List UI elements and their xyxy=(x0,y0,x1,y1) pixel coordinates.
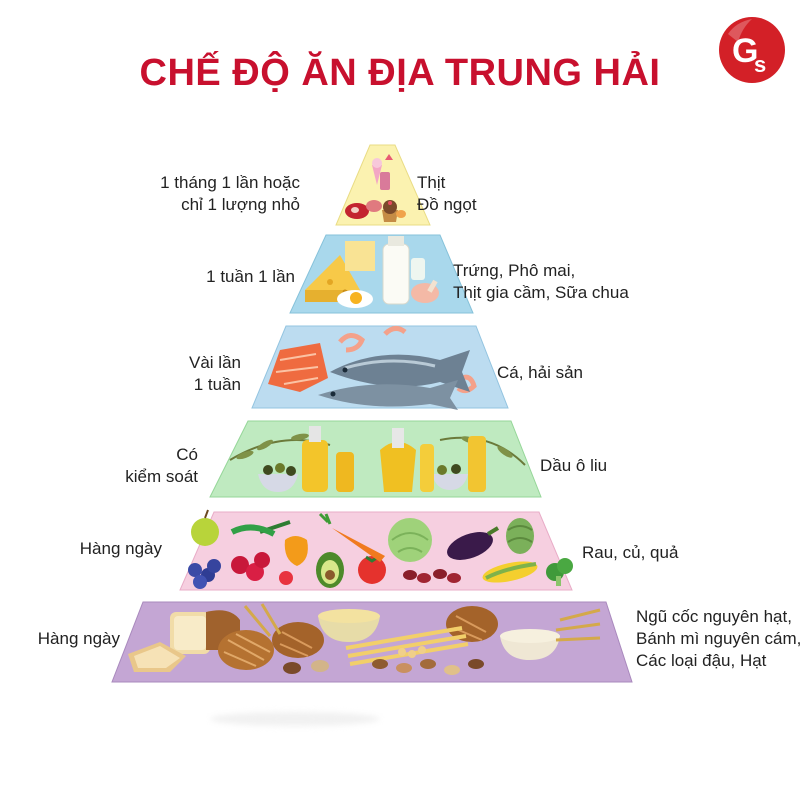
tier-1-foods-line-2: Đồ ngọt xyxy=(417,195,477,214)
nuts-icon xyxy=(283,659,484,675)
tier-1-frequency-line-2: chỉ 1 lượng nhỏ xyxy=(181,195,300,214)
tier-6-frequency-line-1: Hàng ngày xyxy=(37,629,120,648)
blueberries-icon xyxy=(188,559,221,589)
pepper-icon xyxy=(230,520,308,566)
tier-5-foods-line-1: Rau, củ, quả xyxy=(582,543,679,562)
svg-text:G: G xyxy=(732,32,758,70)
tier-6-foods: Ngũ cốc nguyên hạt, Bánh mì nguyên cám, … xyxy=(636,606,800,672)
tier-4-foods: Dầu ô liu xyxy=(540,455,607,477)
beans-icon xyxy=(403,569,461,583)
tier-3-frequency-line-1: Vài lần xyxy=(189,353,241,372)
broccoli-icon xyxy=(546,558,573,586)
tomato-icon xyxy=(358,555,386,584)
tier-5-vegetables-fruit xyxy=(179,509,573,591)
tier-3-fish-seafood xyxy=(251,325,509,410)
tier-3-frequency-line-2: 1 tuần xyxy=(193,375,241,394)
grain-bowl-icon xyxy=(318,609,560,660)
tier-1-frequency: 1 tháng 1 lần hoặc chỉ 1 lượng nhỏ xyxy=(160,172,300,216)
bread-roll-icon xyxy=(218,606,498,670)
tier-5-frequency: Hàng ngày xyxy=(80,538,162,560)
tier-4-frequency-line-2: kiểm soát xyxy=(125,467,198,486)
avocado-icon xyxy=(316,552,344,588)
tier-5-foods: Rau, củ, quả xyxy=(582,542,678,564)
poultry-icon xyxy=(411,279,439,303)
tier-4-foods-line-1: Dầu ô liu xyxy=(540,456,608,475)
chickpeas-icon xyxy=(398,646,426,658)
tier-2-foods: Trứng, Phô mai, Thịt gia cầm, Sữa chua xyxy=(453,260,629,304)
tier-2-foods-line-1: Trứng, Phô mai, xyxy=(453,261,576,280)
tier-6-foods-line-3: Các loại đậu, Hạt xyxy=(636,651,767,670)
tier-1-foods-line-1: Thịt xyxy=(417,173,446,192)
tier-1-frequency-line-1: 1 tháng 1 lần hoặc xyxy=(160,173,300,192)
tier-4-olive-oil xyxy=(209,420,542,498)
tier-5-frequency-line-1: Hàng ngày xyxy=(79,539,162,558)
meat-icon xyxy=(345,200,382,219)
tier-3-frequency: Vài lần 1 tuần xyxy=(189,352,241,396)
bread-slice-icon xyxy=(128,642,186,672)
tier-2-frequency-line-1: 1 tuần 1 lần xyxy=(206,267,295,286)
tier-4-frequency-line-1: Có xyxy=(176,445,198,464)
tier-3-foods: Cá, hải sản xyxy=(497,362,583,384)
salmon-icon xyxy=(268,343,328,392)
milk-bottle-icon xyxy=(382,236,425,305)
cupcake-icon xyxy=(382,200,406,222)
tier-6-foods-line-2: Bánh mì nguyên cám, xyxy=(636,629,800,648)
tier-1-foods: Thịt Đồ ngọt xyxy=(417,172,477,216)
raspberries-icon xyxy=(231,552,293,585)
carrot-icon xyxy=(318,512,385,562)
shadow xyxy=(210,712,380,726)
tier-6-foods-line-1: Ngũ cốc nguyên hạt, xyxy=(636,607,792,626)
page-title: CHẾ ĐỘ ĂN ĐỊA TRUNG HẢI xyxy=(139,52,661,94)
egg-icon xyxy=(337,290,373,308)
artichoke-icon xyxy=(506,518,534,554)
wheat-icon xyxy=(243,603,601,642)
tier-4-frequency: Có kiểm soát xyxy=(125,444,198,488)
tier-3-foods-line-1: Cá, hải sản xyxy=(497,363,583,382)
svg-text:s: s xyxy=(754,52,766,77)
cabbage-icon xyxy=(388,518,432,562)
shrimp-icon xyxy=(338,326,477,394)
apple-icon xyxy=(191,509,219,546)
tier-2-eggs-cheese-dairy xyxy=(289,234,474,314)
gs-logo: G s xyxy=(719,17,785,83)
tier-6-frequency: Hàng ngày xyxy=(38,628,120,650)
tier-2-foods-line-2: Thịt gia cầm, Sữa chua xyxy=(453,283,629,302)
sweets-icon xyxy=(372,154,393,190)
tier-6-grains-bread-nuts xyxy=(111,601,633,683)
olive-bowl-icon xyxy=(258,463,468,492)
eggplant-icon xyxy=(447,526,500,560)
corn-icon xyxy=(482,561,538,583)
olive-oil-bottle-icon xyxy=(302,426,486,492)
fish-icon xyxy=(318,350,470,410)
tier-1-meat-sweets xyxy=(335,144,431,226)
tier-2-frequency: 1 tuần 1 lần xyxy=(206,266,295,288)
